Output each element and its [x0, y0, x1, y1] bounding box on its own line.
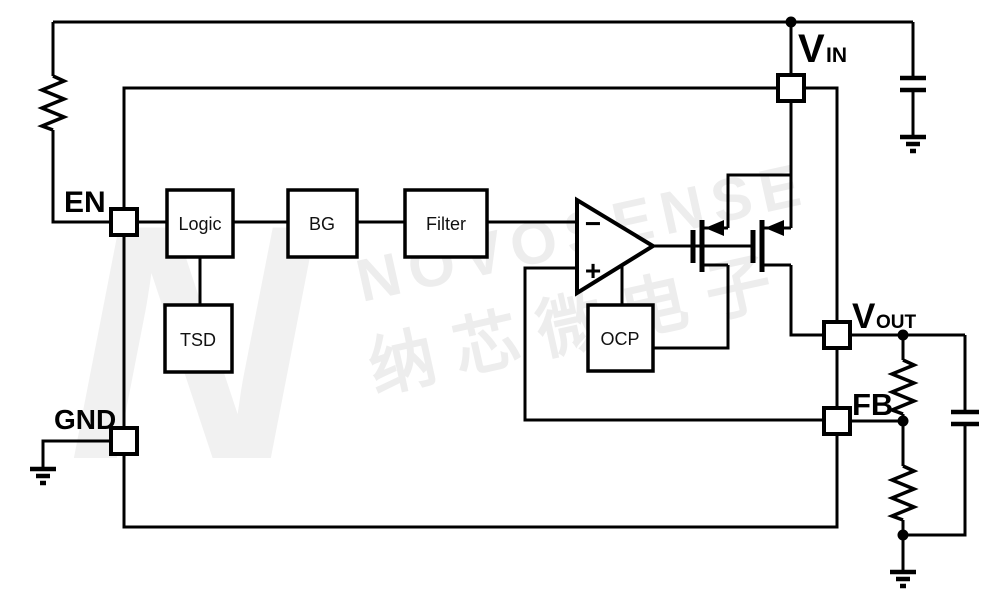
- ocp-to-m1-drain-wire: [653, 265, 730, 350]
- pass-transistor-m1: [690, 220, 728, 272]
- fb-pin: [822, 406, 852, 436]
- en-pin-label: EN: [64, 186, 106, 219]
- en-pullup-resistor: [37, 74, 69, 132]
- pass-transistor-m2: [750, 220, 791, 272]
- fb-pin-label: FB: [852, 387, 893, 422]
- ocp-block-label: OCP: [600, 329, 639, 349]
- output-cap-bottom-wire: [903, 426, 967, 537]
- error-amplifier-triangle: [575, 196, 657, 297]
- amp-inverting-input-sign: −: [585, 208, 601, 239]
- error-amplifier: − +: [575, 196, 657, 297]
- junction-dots: [785, 16, 909, 541]
- logic-block-label: Logic: [178, 214, 221, 234]
- vout-pin: [822, 320, 852, 350]
- fb-junction-dot: [897, 415, 909, 427]
- en-pin-external-wire: [51, 130, 111, 224]
- vout-junction-dot: [897, 329, 909, 341]
- ground-symbol-input-cap: [900, 134, 926, 154]
- gnd-pin-label: GND: [54, 404, 116, 435]
- pin-labels: EN GND V IN V OUT FB: [54, 27, 917, 435]
- external-wiring: [30, 20, 979, 589]
- m1-arrow-icon: [705, 220, 724, 236]
- vout-pin-label-main: V: [852, 297, 876, 336]
- tsd-block-label: TSD: [180, 330, 216, 350]
- gnd-pin: [109, 426, 139, 456]
- vin-rail-junction-dot: [785, 16, 797, 28]
- ocp-block: [586, 303, 655, 373]
- feedback-resistor-r2: [887, 464, 919, 522]
- fb-to-amp-wire: [523, 266, 824, 422]
- function-blocks: Logic BG Filter TSD OCP: [163, 188, 655, 374]
- amp-noninverting-input-sign: +: [585, 255, 601, 286]
- input-capacitor: [900, 75, 926, 93]
- tsd-block: [163, 303, 234, 374]
- vin-pin-label-main: V: [798, 27, 825, 71]
- m1-source-wire: [726, 173, 791, 228]
- en-pin: [109, 207, 139, 237]
- filter-block: [403, 188, 489, 259]
- ground-symbol-divider: [890, 569, 916, 589]
- output-capacitor: [951, 409, 979, 427]
- m2-drain-to-vout-wire: [789, 265, 824, 337]
- feedback-resistor-r1: [887, 358, 919, 416]
- vout-pin-label-sub: OUT: [876, 312, 917, 333]
- bg-block-label: BG: [309, 214, 335, 234]
- vin-pin: [776, 73, 806, 103]
- internal-wiring: [137, 101, 824, 422]
- logic-block: [165, 188, 235, 259]
- filter-block-label: Filter: [426, 214, 466, 234]
- ground-symbol-gnd-pin: [30, 466, 56, 486]
- divider-gnd-junction-dot: [897, 529, 909, 541]
- bg-block: [286, 188, 359, 259]
- chip-outline: [122, 86, 839, 529]
- m2-arrow-icon: [765, 220, 784, 236]
- pins: [109, 73, 852, 456]
- gnd-pin-external-wire: [41, 439, 111, 467]
- vin-pin-label-sub: IN: [826, 44, 847, 67]
